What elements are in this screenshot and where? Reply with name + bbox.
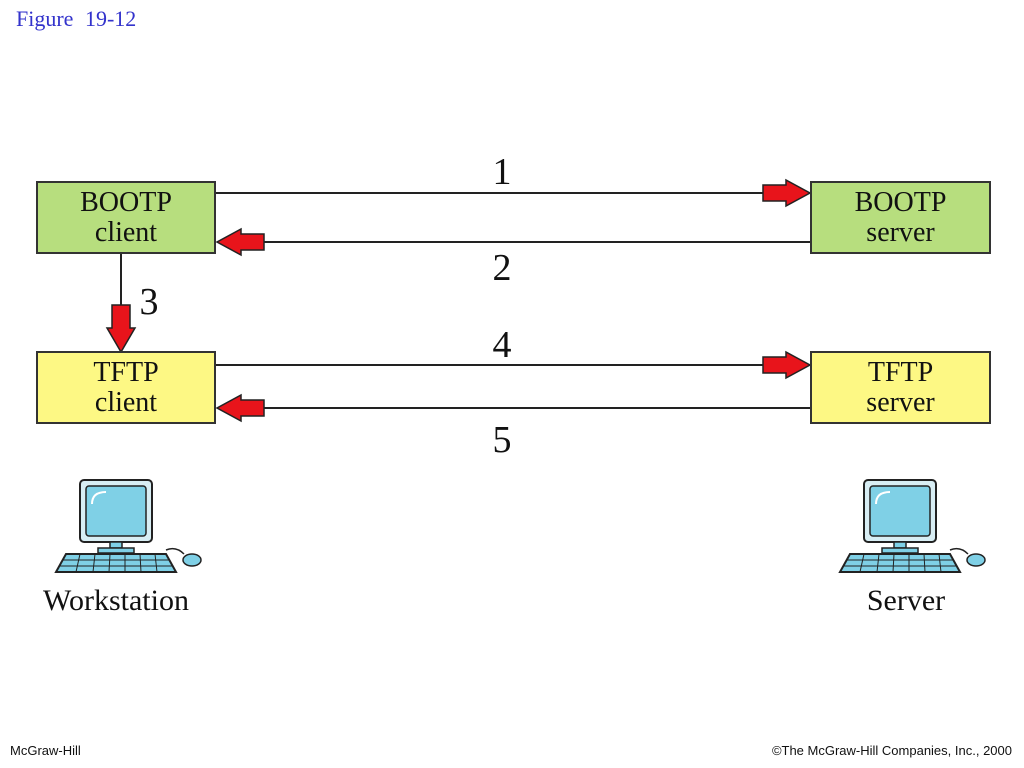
step-3-label: 3 [139, 281, 159, 323]
footer-left: McGraw-Hill [10, 743, 81, 758]
arrow-down-step-3 [105, 304, 137, 354]
step-1-label: 1 [492, 151, 512, 193]
bootp-client-line2: client [94, 216, 158, 248]
step-2-label: 2 [492, 247, 512, 289]
step-5-label: 5 [492, 419, 512, 461]
tftp-client-line2: client [94, 386, 158, 418]
tftp-client-box: TFTP client [36, 351, 216, 424]
bootp-client-line1: BOOTP [80, 186, 172, 218]
arrow-left-step-2 [215, 227, 265, 257]
tftp-server-line1: TFTP [867, 356, 934, 388]
workstation-label: Workstation [43, 584, 189, 617]
arrow-right-step-1 [762, 178, 812, 208]
server-label: Server [866, 584, 946, 617]
bootp-client-box: BOOTP client [36, 181, 216, 254]
arrow-right-step-4 [762, 350, 812, 380]
footer-right: ©The McGraw-Hill Companies, Inc., 2000 [771, 743, 1012, 758]
tftp-server-line2: server [866, 386, 935, 418]
bootp-server-box: BOOTP server [810, 181, 991, 254]
bootp-server-line1: BOOTP [854, 186, 947, 218]
server-computer-icon [839, 479, 986, 573]
workstation-computer-icon [55, 479, 202, 573]
tftp-client-line1: TFTP [93, 356, 159, 388]
figure-title: Figure 19-12 [16, 6, 137, 31]
arrow-left-step-5 [215, 393, 265, 423]
tftp-server-box: TFTP server [810, 351, 991, 424]
bootp-server-line2: server [866, 216, 935, 248]
step-4-label: 4 [492, 324, 512, 366]
